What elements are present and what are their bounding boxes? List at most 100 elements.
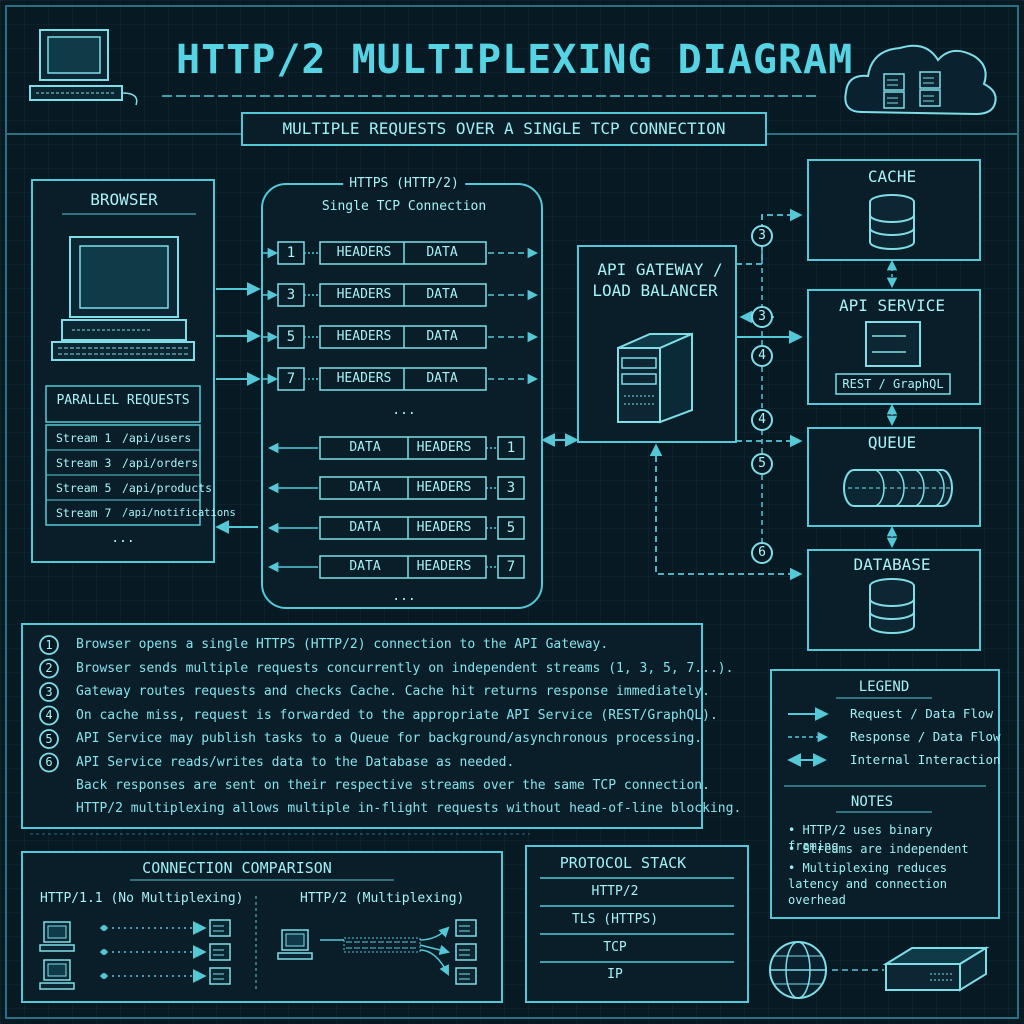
api-server-icon xyxy=(865,321,921,367)
legend-internal-label: Internal Interaction xyxy=(850,752,1001,767)
data-frame: DATA xyxy=(426,329,458,344)
stream-id-box xyxy=(497,436,525,460)
step-number-circle xyxy=(39,682,59,702)
step-text: API Service reads/writes data to the Dat… xyxy=(76,754,515,770)
headers-frame: HEADERS xyxy=(336,371,392,386)
incoming-frame-row xyxy=(267,555,525,579)
frame-box xyxy=(319,241,487,265)
network-switch-icon xyxy=(882,946,990,992)
step-text: API Service may publish tasks to a Queue… xyxy=(76,731,703,746)
stream-id: 3 xyxy=(506,480,516,496)
step-number-circle xyxy=(39,729,59,749)
note-item: • HTTP/2 uses binary framing xyxy=(788,823,933,853)
protocol-layer: TCP xyxy=(603,940,627,955)
headers-frame: HEADERS xyxy=(336,245,392,260)
page-title: HTTP/2 MULTIPLEXING DIAGRAM xyxy=(176,37,854,83)
data-frame: DATA xyxy=(349,480,381,495)
explanation-line: Back responses are sent on their respect… xyxy=(76,778,710,793)
explanation-line: HTTP/2 multiplexing allows multiple in-f… xyxy=(76,801,742,816)
data-frame: DATA xyxy=(349,559,381,574)
route-marker-circle xyxy=(751,542,773,564)
route-marker-circle xyxy=(751,345,773,367)
outgoing-frame-row xyxy=(262,241,539,265)
requests-ellipsis: ... xyxy=(111,531,135,546)
step-number-circle xyxy=(39,658,59,679)
protocol-layer: TLS (HTTPS) xyxy=(571,912,659,927)
route-marker-circle xyxy=(751,409,773,431)
api-badge: REST / GraphQL xyxy=(842,377,944,391)
data-frame: DATA xyxy=(426,287,458,302)
headers-frame: HEADERS xyxy=(416,480,472,495)
step-number: 3 xyxy=(45,684,53,699)
http11-label: HTTP/1.1 (No Multiplexing) xyxy=(40,891,244,906)
route-marker-number: 4 xyxy=(758,412,766,427)
stream-id: 3 xyxy=(286,287,296,303)
step-text: Browser opens a single HTTPS (HTTP/2) co… xyxy=(76,637,609,652)
browser-computer-icon xyxy=(51,236,195,361)
request-stream: Stream 3 xyxy=(56,456,112,470)
notes-title: NOTES xyxy=(850,794,894,810)
note-item: • Multiplexing reduces latency and conne… xyxy=(788,861,947,907)
incoming-frame-row xyxy=(267,476,525,500)
route-marker-circle xyxy=(751,225,773,247)
outgoing-frame-row xyxy=(262,325,539,349)
outgoing-frame-row xyxy=(262,283,539,307)
incoming-frame-row xyxy=(267,516,525,540)
frame-box xyxy=(319,283,487,307)
protocol-stack-title: PROTOCOL STACK xyxy=(559,854,687,872)
step-number-circle xyxy=(39,705,59,726)
cache-database-icon xyxy=(869,194,915,250)
frame-rows xyxy=(262,241,539,579)
route-markers xyxy=(751,225,773,564)
step-number: 2 xyxy=(45,661,53,675)
legend-request-label: Request / Data Flow xyxy=(850,706,993,721)
database-icon xyxy=(869,578,915,634)
route-marker-number: 6 xyxy=(758,545,766,560)
queue-title: QUEUE xyxy=(867,433,917,452)
legend-response-label: Response / Data Flow xyxy=(850,729,1001,744)
gateway-title-line1: API GATEWAY / xyxy=(597,260,723,279)
stream-id-box xyxy=(497,555,525,579)
request-stream: Stream 5 xyxy=(56,481,112,495)
step-number: 6 xyxy=(45,755,53,769)
outgoing-ellipsis: ... xyxy=(392,403,416,418)
http2-label: HTTP/2 (Multiplexing) xyxy=(300,891,465,906)
comparison-title: CONNECTION COMPARISON xyxy=(142,859,332,877)
frame-box xyxy=(319,325,487,349)
page-subtitle: MULTIPLE REQUESTS OVER A SINGLE TCP CONN… xyxy=(282,119,726,138)
route-marker-circle xyxy=(751,306,773,328)
gateway-title-line2: LOAD BALANCER xyxy=(592,281,718,300)
data-frame: DATA xyxy=(349,440,381,455)
browser-title: BROWSER xyxy=(90,190,158,209)
step-number-circle xyxy=(39,635,59,655)
legend-title: LEGEND xyxy=(858,679,910,695)
legend-panel xyxy=(770,669,1000,919)
route-marker-number: 4 xyxy=(758,348,766,363)
incoming-frame-row xyxy=(267,436,525,460)
stream-id: 1 xyxy=(506,440,516,456)
request-stream: Stream 1 xyxy=(56,431,112,445)
stream-id-box xyxy=(497,516,525,540)
database-title: DATABASE xyxy=(853,555,931,574)
route-marker-number: 3 xyxy=(758,309,766,324)
step-text: Browser sends multiple requests concurre… xyxy=(76,660,734,676)
steps-panel xyxy=(21,623,703,829)
headers-frame: HEADERS xyxy=(336,287,392,302)
request-path: /api/notifications xyxy=(122,507,236,519)
stream-id-box xyxy=(497,476,525,500)
step-circles xyxy=(39,635,59,773)
stream-id: 7 xyxy=(286,371,296,387)
protocol-layer: HTTP/2 xyxy=(591,884,639,899)
http2-illustration xyxy=(277,919,477,985)
route-marker-circle xyxy=(751,453,773,475)
headers-frame: HEADERS xyxy=(336,329,392,344)
protocol-stack-panel xyxy=(525,845,749,1003)
cache-title: CACHE xyxy=(867,167,917,186)
subtitle-box xyxy=(241,112,767,146)
globe-icon xyxy=(769,941,827,999)
connection-subtitle: Single TCP Connection xyxy=(321,199,487,214)
step-number: 1 xyxy=(45,637,53,652)
route-marker-number: 3 xyxy=(758,228,766,243)
data-frame: DATA xyxy=(349,520,381,535)
